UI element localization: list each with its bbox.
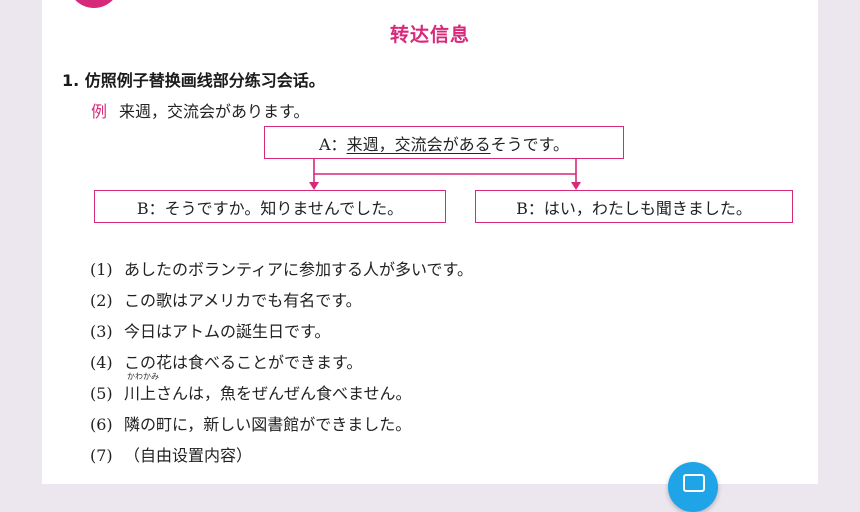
textbook-page: 转达信息 1. 仿照例子替换画线部分练习会话。 例来週，交流会があります。 A：… bbox=[42, 0, 818, 484]
item-number: (7) bbox=[90, 446, 113, 465]
item-text: この歌はアメリカでも有名です。 bbox=[124, 291, 362, 310]
list-item: (2) この歌はアメリカでも有名です。 bbox=[90, 285, 473, 316]
item-number: (6) bbox=[90, 415, 113, 434]
item-text: あしたのボランティアに参加する人が多いです。 bbox=[124, 260, 473, 279]
item-text: 川上さんは，魚をぜんぜん食べません。 bbox=[124, 384, 412, 403]
box-a-suffix: そうです。 bbox=[490, 134, 569, 154]
item-number: (5) bbox=[90, 384, 113, 403]
dialogue-box-a: A：来週，交流会があるそうです。 bbox=[264, 126, 624, 159]
list-item: (6) 隣の町に，新しい図書館ができました。 bbox=[90, 409, 473, 440]
connector-arrows bbox=[309, 159, 581, 190]
item-text: （自由设置内容） bbox=[124, 446, 253, 465]
item-text: 今日はアトムの誕生日です。 bbox=[124, 322, 331, 341]
list-item: (1) あしたのボランティアに参加する人が多いです。 bbox=[90, 254, 473, 285]
example-tag: 例 bbox=[91, 102, 108, 121]
item-number: (4) bbox=[90, 353, 113, 372]
list-item: (7) （自由设置内容） bbox=[90, 440, 473, 471]
exercise-instruction: 1. 仿照例子替换画线部分练习会话。 bbox=[62, 71, 325, 90]
list-item: かわかみ (5) 川上さんは，魚をぜんぜん食べません。 bbox=[90, 373, 473, 409]
dialogue-box-b1: B：そうですか。知りませんでした。 bbox=[94, 190, 446, 223]
dialogue-box-b2: B：はい，わたしも聞きました。 bbox=[475, 190, 793, 223]
practice-list: (1) あしたのボランティアに参加する人が多いです。 (2) この歌はアメリカでも有… bbox=[90, 254, 473, 471]
item-number: (1) bbox=[90, 260, 113, 279]
example-sentence: 来週，交流会があります。 bbox=[119, 102, 310, 121]
document-icon[interactable] bbox=[668, 462, 718, 512]
item-number: (2) bbox=[90, 291, 113, 310]
furigana: かわかみ bbox=[127, 372, 159, 381]
logo-badge-icon bbox=[68, 0, 120, 8]
list-item: (4) この花は食べることができます。 bbox=[90, 347, 473, 378]
item-text: この花は食べることができます。 bbox=[124, 353, 363, 372]
box-a-prefix: A： bbox=[319, 134, 347, 154]
list-item: (3) 今日はアトムの誕生日です。 bbox=[90, 316, 473, 347]
box-a-underlined: 来週，交流会がある bbox=[346, 134, 491, 154]
example-line: 例来週，交流会があります。 bbox=[91, 98, 309, 122]
section-title: 转达信息 bbox=[389, 24, 470, 46]
item-number: (3) bbox=[90, 322, 113, 341]
item-text: 隣の町に，新しい図書館ができました。 bbox=[124, 415, 412, 434]
